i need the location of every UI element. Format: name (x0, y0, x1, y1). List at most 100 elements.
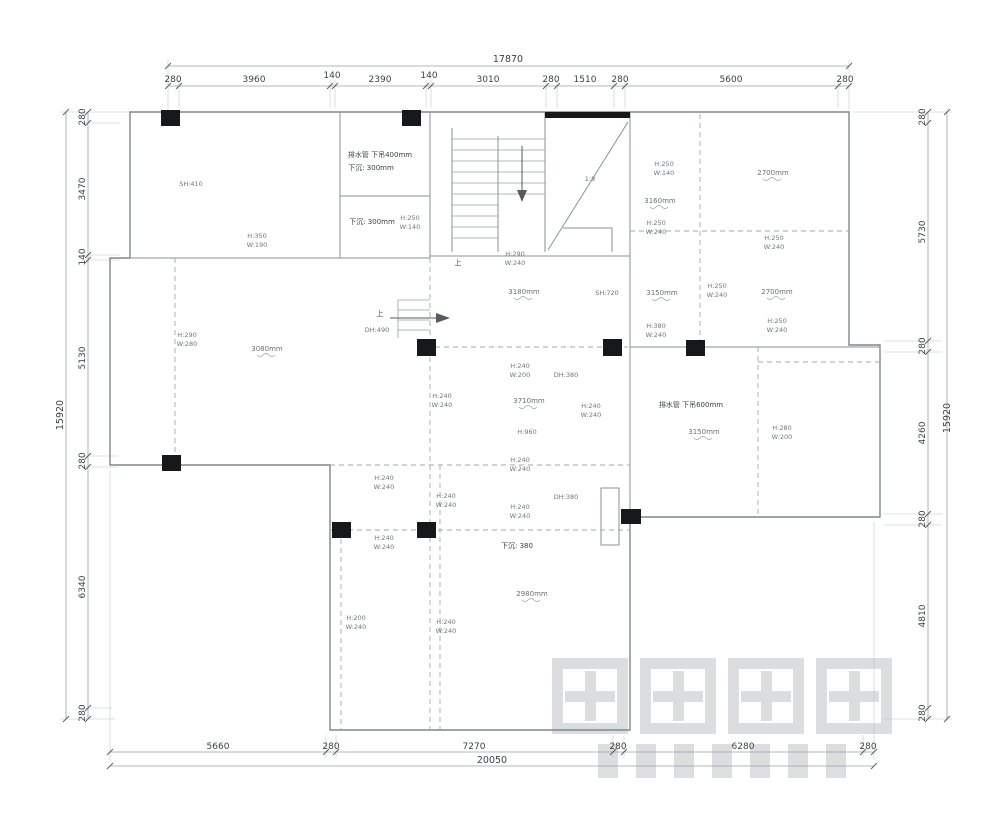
annotation-label: 2700mm (761, 288, 793, 296)
annotation-label: H:240 (510, 362, 529, 370)
annotation-label: 1:8 (585, 175, 595, 183)
squiggle (762, 177, 782, 181)
dim-label: 3960 (243, 75, 266, 85)
dim-label: 4810 (918, 604, 928, 627)
annotation-label: SH:410 (179, 180, 203, 188)
dim-label: 280 (322, 742, 339, 752)
annotation-label: W:240 (432, 401, 453, 409)
dim-label: 280 (836, 75, 853, 85)
stair-treads (452, 138, 545, 239)
watermark-glyph (640, 658, 716, 734)
dimension-lines: 17870 280 3960 140 2390 140 3010 280 151… (55, 54, 953, 770)
annotation-label: H:240 (510, 503, 529, 511)
annotation-label: W:240 (510, 465, 531, 473)
annotation-label: H:290 (505, 250, 524, 258)
annotation-label: H:240 (581, 402, 600, 410)
dim-label: 2390 (369, 75, 392, 85)
annotation-label: DH:380 (554, 371, 579, 379)
watermark-glyph-row (552, 658, 922, 734)
outer-wall (109, 111, 881, 731)
column (161, 110, 180, 126)
column (162, 455, 181, 471)
watermark-glyph (816, 658, 892, 734)
dim-label: 5600 (720, 75, 743, 85)
squiggle (521, 598, 541, 602)
watermark-glyph (728, 658, 804, 734)
annotation-label: 3180mm (508, 288, 540, 296)
squiggle (649, 205, 669, 209)
dim-label: 280 (918, 337, 928, 354)
annotation-label: W:240 (707, 291, 728, 299)
dim-label: 6340 (78, 575, 88, 598)
steps-arrowhead (436, 313, 450, 323)
ceiling-height-marks (256, 177, 786, 602)
annotation-label: W:280 (177, 340, 198, 348)
beam-lines (174, 114, 880, 730)
dim-label: 280 (918, 510, 928, 527)
dim-label: 280 (609, 742, 626, 752)
annotation-label: H:280 (772, 424, 791, 432)
annotation-label: W:200 (772, 433, 793, 441)
column (402, 110, 421, 126)
annotation-label: H:240 (432, 392, 451, 400)
annotation-label: 下沉: 300mm (349, 218, 395, 226)
dim-total-bottom: 20050 (477, 755, 507, 766)
watermark-subtext (598, 744, 854, 778)
dim-chain-lines (65, 65, 948, 767)
column (332, 522, 351, 538)
dim-extension-lines (60, 60, 952, 760)
annotation-label: H:380 (646, 322, 665, 330)
squiggle (651, 297, 671, 301)
annotation-label: H:350 (247, 232, 266, 240)
squiggle (256, 353, 276, 357)
dim-label: 5130 (78, 346, 88, 369)
annotation-label: H:250 (764, 234, 783, 242)
annotation-label: 上 (377, 309, 384, 318)
annotation-label: 3150mm (646, 289, 678, 297)
annotation-label: H:240 (374, 534, 393, 542)
dim-label: 280 (542, 75, 559, 85)
dim-label: 5660 (207, 742, 230, 752)
annotation-label: 2980mm (516, 590, 548, 598)
annotation-label: H:240 (436, 492, 455, 500)
annotations: 排水管 下吊400mm 下沉: 300mm SH:410 下沉: 300mm H… (177, 150, 793, 635)
small-steps (397, 299, 430, 338)
dim-label: 1510 (574, 75, 597, 85)
watermark (552, 658, 922, 788)
annotation-label: 2700mm (757, 169, 789, 177)
annotation-label: W:200 (510, 371, 531, 379)
dim-label: 6280 (732, 742, 755, 752)
annotation-label: W:240 (767, 326, 788, 334)
annotation-label: H:960 (517, 428, 536, 436)
annotation-label: SH:720 (595, 289, 619, 297)
annotation-label: 3080mm (251, 345, 283, 353)
dim-label: 280 (611, 75, 628, 85)
annotation-label: W:240 (646, 228, 667, 236)
stairs (390, 138, 545, 338)
columns (161, 110, 705, 538)
dim-label: 280 (164, 75, 181, 85)
annotation-label: W:140 (654, 169, 675, 177)
annotation-label: W:190 (247, 241, 268, 249)
annotation-label: W:240 (346, 623, 367, 631)
squiggle (518, 405, 538, 409)
dim-total-top: 17870 (493, 54, 523, 65)
dim-label: 7270 (463, 742, 486, 752)
column (603, 339, 622, 356)
watermark-glyph (552, 658, 628, 734)
dim-label: 140 (420, 71, 437, 81)
annotation-label: W:240 (764, 243, 785, 251)
stair-arrowhead (517, 190, 527, 202)
dim-label: 4260 (918, 421, 928, 444)
annotation-label: 3710mm (513, 397, 545, 405)
annotation-label: 3150mm (688, 428, 720, 436)
squiggle (766, 296, 786, 300)
annotation-label: W:240 (436, 501, 457, 509)
column (686, 340, 705, 356)
annotation-label: H:240 (374, 474, 393, 482)
dim-label: 140 (323, 71, 340, 81)
dim-total-right: 15920 (942, 403, 953, 433)
annotation-label: 排水管 下吊400mm (348, 150, 412, 159)
annotation-label: W:240 (581, 411, 602, 419)
